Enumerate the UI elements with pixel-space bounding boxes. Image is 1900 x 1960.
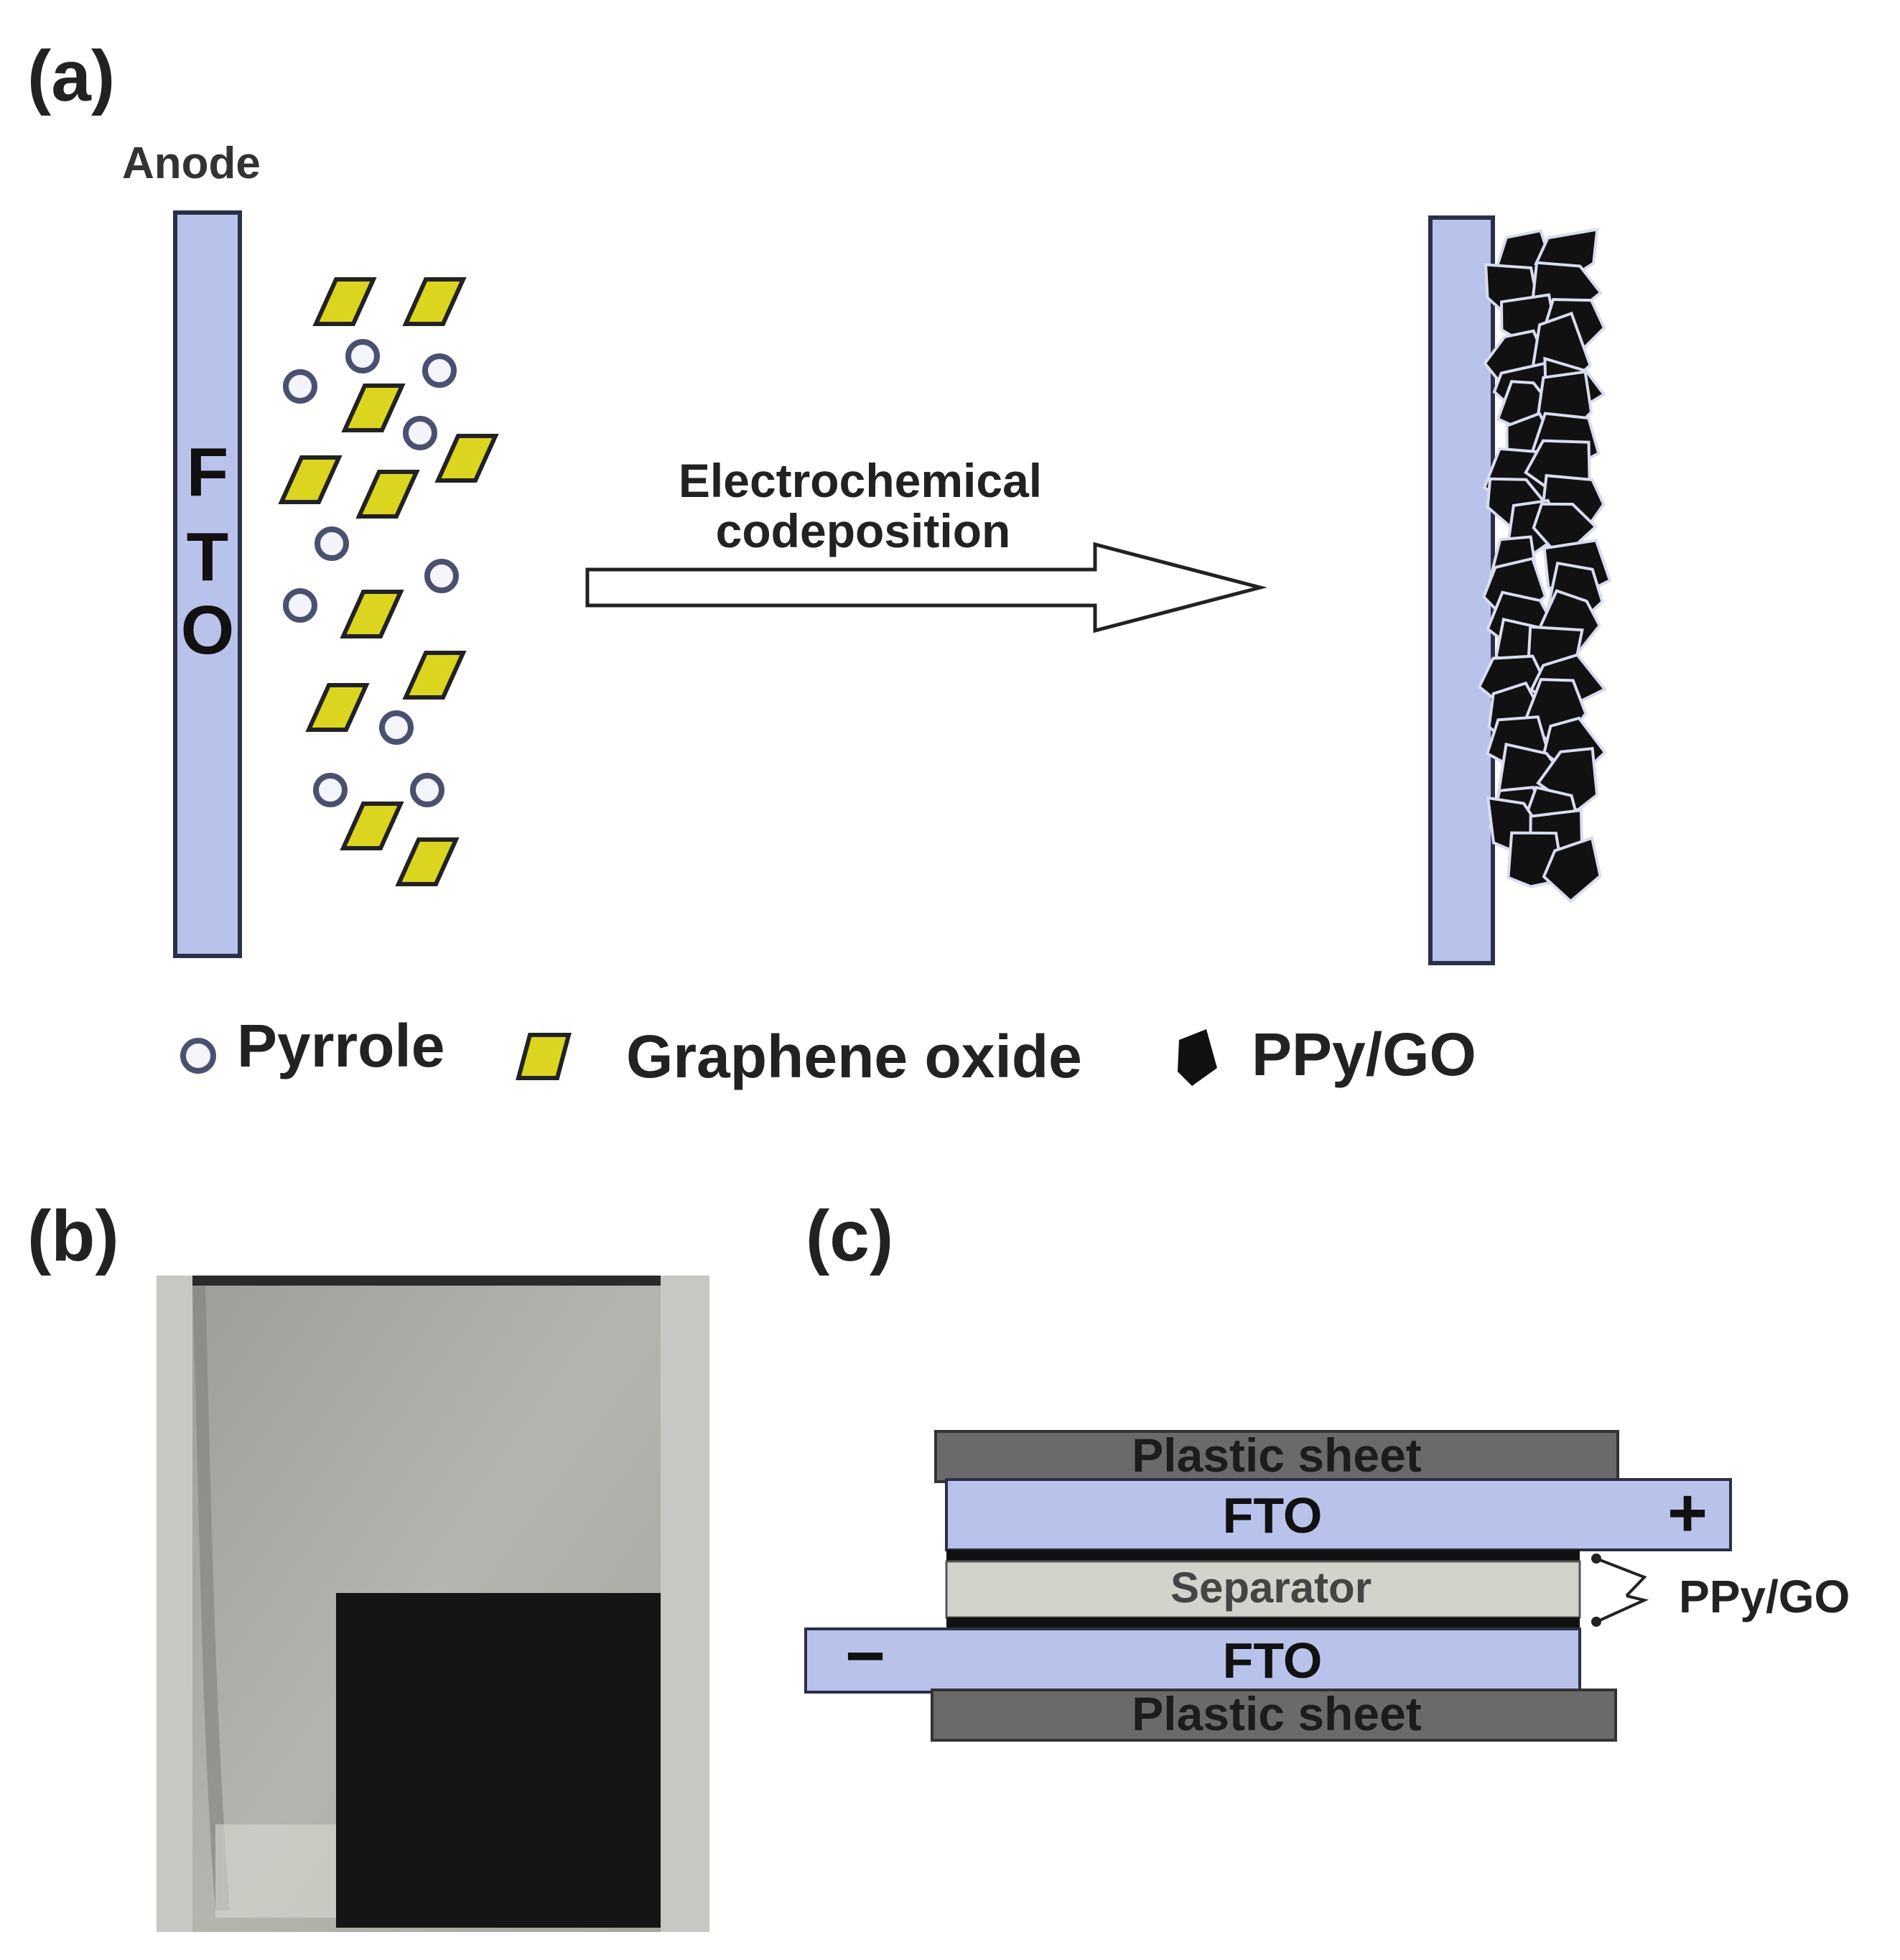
ppy-go-layer-top <box>946 1550 1580 1561</box>
panel-c: (c) Plastic sheet FTO + Separator − FTO … <box>804 1196 1850 1742</box>
minus-terminal: − <box>845 1617 885 1694</box>
ppy-go-flake <box>1536 747 1599 812</box>
plastic-sheet-bottom <box>931 1689 1617 1742</box>
panel-b: (b) <box>27 1196 709 1932</box>
ppy-go-callout-label: PPy/GO <box>1679 1571 1850 1622</box>
panel-b-label: (b) <box>27 1196 119 1276</box>
fto-anode-electrode <box>173 210 242 958</box>
codeposition-arrow <box>585 542 1267 633</box>
graphene-oxide-particle <box>278 455 343 504</box>
ppy-go-flake <box>1542 836 1602 904</box>
graphene-oxide-particle <box>355 470 420 519</box>
graphene-oxide-particle <box>340 802 404 850</box>
anode-label: Anode <box>122 139 261 188</box>
legend-ppy-go-label: PPy/GO <box>1252 1021 1476 1088</box>
pyrrole-molecule <box>379 710 414 745</box>
electrode-letter-o: O <box>181 592 235 669</box>
ppy-go-coating <box>1477 228 1612 904</box>
pyrrole-molecule <box>313 773 348 807</box>
pyrrole-molecule <box>345 339 380 373</box>
graphene-oxide-particle <box>341 384 406 432</box>
separator-label: Separator <box>1170 1564 1372 1612</box>
ppy-go-callout-lines <box>1591 1553 1649 1627</box>
fto-top-layer <box>945 1478 1732 1551</box>
legend-graphene-oxide-label: Graphene oxide <box>626 1023 1082 1090</box>
panel-c-label: (c) <box>806 1196 893 1276</box>
graphene-oxide-particle <box>402 651 467 700</box>
arrow-label-line2: codeposition <box>716 504 1011 557</box>
panel-a-label: (a) <box>27 36 115 116</box>
plastic-sheet-bottom-label: Plastic sheet <box>1132 1687 1422 1740</box>
legend-ppy-go-icon <box>1178 1029 1217 1086</box>
electrode-letter-f: F <box>187 434 229 511</box>
reactant-particles <box>278 277 499 886</box>
pyrrole-molecule <box>283 588 317 623</box>
graphene-oxide-particle <box>340 590 404 638</box>
pyrrole-molecule <box>315 526 349 561</box>
device-photo <box>157 1276 709 1932</box>
legend-pyrrole-icon <box>180 1038 216 1074</box>
pyrrole-molecule <box>410 773 444 807</box>
pyrrole-molecule <box>283 369 317 404</box>
separator-layer <box>945 1560 1581 1619</box>
ppy-go-layer-bottom <box>946 1617 1580 1629</box>
plus-terminal: + <box>1667 1474 1708 1551</box>
graphene-oxide-particle <box>402 277 467 326</box>
graphene-oxide-particle <box>305 683 370 732</box>
ppy-go-film <box>336 1593 661 1928</box>
legend-pyrrole-label: Pyrrole <box>237 1012 445 1079</box>
graphene-oxide-particle <box>395 837 460 886</box>
pyrrole-molecule <box>422 353 457 388</box>
panel-a: (a) Anode F T O Electrochemical codeposi… <box>27 36 1612 965</box>
fto-bottom-layer <box>804 1627 1581 1694</box>
legend-graphene-oxide-icon <box>516 1033 572 1080</box>
plastic-sheet-top-label: Plastic sheet <box>1132 1429 1422 1482</box>
graphene-oxide-particle <box>312 277 377 326</box>
legend: Pyrrole Graphene oxide PPy/GO <box>180 1012 1476 1090</box>
fto-coated-electrode <box>1428 215 1495 965</box>
arrow-label-line1: Electrochemical <box>679 454 1042 507</box>
pyrrole-molecule <box>424 559 459 593</box>
pyrrole-molecule <box>403 416 437 450</box>
fto-bottom-label: FTO <box>1223 1632 1323 1689</box>
fto-top-label: FTO <box>1223 1487 1323 1543</box>
electrode-letter-t: T <box>187 519 229 595</box>
graphene-oxide-particle <box>434 434 499 483</box>
